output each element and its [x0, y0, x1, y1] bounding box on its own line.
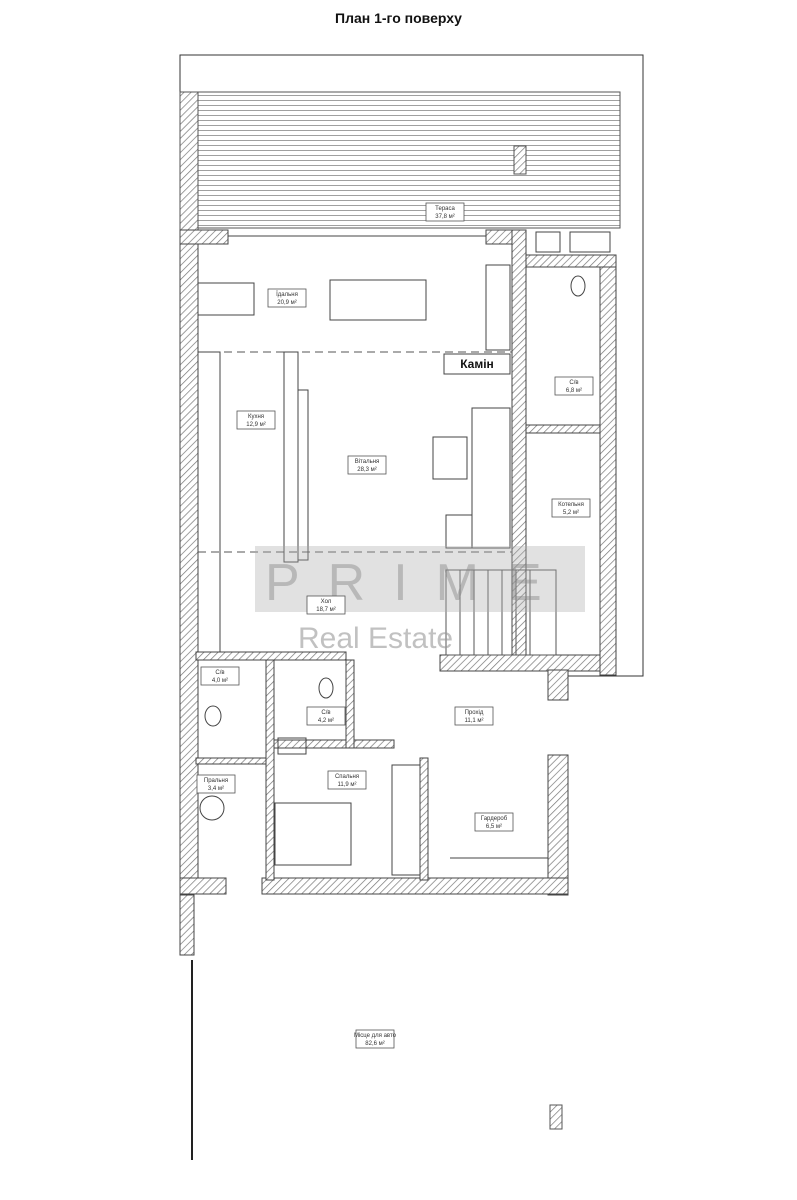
room-name: С/в [569, 380, 578, 386]
room-name: Їдальня [276, 291, 298, 298]
room-area: 4,0 м² [212, 678, 228, 684]
room-name: Котельня [558, 502, 584, 508]
room-name: Вітальня [355, 459, 380, 465]
room-label: Гардероб 6,5 м² [474, 812, 514, 832]
room-area: 37,8 м² [435, 214, 454, 220]
room-label: С/в 6,8 м² [554, 376, 594, 396]
kitchen-counter [197, 351, 221, 653]
toilet-icon [318, 677, 334, 699]
toilet-icon [204, 705, 222, 727]
room-area: 20,9 м² [277, 300, 296, 306]
fireplace [443, 353, 511, 375]
room-label: Вітальня 28,3 м² [347, 455, 387, 475]
room-area: 6,8 м² [566, 388, 582, 394]
room-area: 28,3 м² [357, 467, 376, 473]
room-name: С/в [321, 710, 330, 716]
room-area: 4,2 м² [318, 718, 334, 724]
room-label: Хол 18,7 м² [306, 595, 346, 615]
room-label: Спальня 11,9 м² [327, 770, 367, 790]
sofa [471, 407, 511, 549]
watermark-subtitle: Real Estate [298, 622, 453, 655]
dining-table [329, 279, 427, 321]
washer-icon [199, 795, 225, 821]
room-name: Спальня [335, 774, 359, 780]
room-label: Пральня 3,4 м² [196, 774, 236, 794]
room-label: Кухня 12,9 м² [236, 410, 276, 430]
terrace-decking [197, 91, 621, 229]
room-area: 18,7 м² [316, 607, 335, 613]
room-name: С/в [215, 670, 224, 676]
plan-title: План 1-го поверху [335, 10, 462, 26]
coffee-table [432, 436, 468, 480]
bed [274, 802, 352, 866]
room-name: Прохід [465, 710, 484, 716]
room-label: Прохід 11,1 м² [454, 706, 494, 726]
staircase [445, 569, 557, 656]
room-area: 5,2 м² [563, 510, 579, 516]
room-area: 6,5 м² [486, 824, 502, 830]
room-name: Пральня [204, 778, 228, 784]
room-label: Місце для авто 82,6 м² [354, 1029, 397, 1049]
room-name: Тераса [435, 206, 455, 212]
room-name: Хол [321, 599, 332, 605]
toilet-icon [570, 275, 586, 297]
room-label: С/в 4,2 м² [306, 706, 346, 726]
walls [179, 229, 617, 956]
room-area: 11,1 м² [464, 718, 483, 724]
room-label: С/в 4,0 м² [200, 666, 240, 686]
room-label: Тераса 37,8 м² [425, 202, 465, 222]
fireplace-label: Камін [460, 357, 494, 371]
room-name: Гардероб [481, 816, 508, 822]
room-area: 3,4 м² [208, 786, 224, 792]
dining-table [197, 282, 255, 316]
room-area: 12,9 м² [246, 422, 265, 428]
room-area: 82,6 м² [365, 1041, 384, 1047]
room-area: 11,9 м² [337, 782, 356, 788]
room-label: Котельня 5,2 м² [551, 498, 591, 518]
room-label: Їдальня 20,9 м² [267, 288, 307, 308]
room-name: Місце для авто [354, 1033, 397, 1039]
room-name: Кухня [248, 414, 264, 420]
